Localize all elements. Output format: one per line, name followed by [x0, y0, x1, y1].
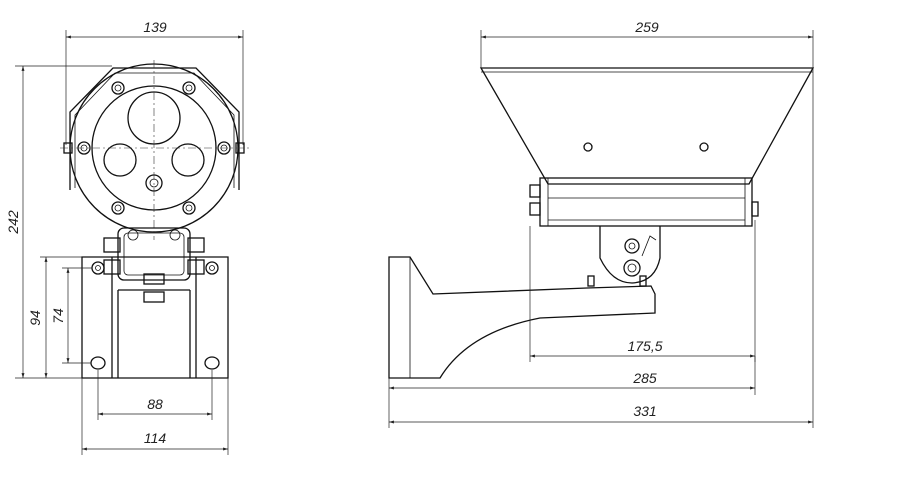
dim-bracket-inner: 74 — [50, 268, 92, 363]
wall-bracket-arm — [389, 257, 655, 378]
dim-285-label: 285 — [632, 370, 657, 386]
dim-175-5-label: 175,5 — [627, 338, 662, 354]
dim-139-label: 139 — [143, 19, 167, 35]
dim-94-label: 94 — [27, 310, 43, 326]
sun-hood — [481, 68, 813, 184]
dim-hood-width: 259 — [481, 19, 813, 68]
side-housing — [530, 178, 758, 226]
dim-259-label: 259 — [634, 19, 659, 35]
front-view: 139 242 94 74 88 — [5, 19, 250, 455]
dim-overall-length: 331 — [389, 68, 813, 428]
side-view: 259 175,5 285 331 — [389, 19, 813, 428]
dim-overall-height: 242 — [5, 66, 112, 378]
dim-base-width: 114 — [82, 378, 228, 455]
dim-114-label: 114 — [144, 430, 167, 446]
right-window — [172, 144, 204, 176]
dim-242-label: 242 — [5, 210, 21, 235]
dim-bracket-length: 285 — [389, 356, 755, 395]
left-window — [104, 144, 136, 176]
dim-331-label: 331 — [633, 403, 656, 419]
dim-arm-reach: 175,5 — [530, 220, 755, 362]
dim-overall-width: 139 — [66, 19, 243, 145]
dim-74-label: 74 — [50, 308, 66, 324]
dim-88-label: 88 — [147, 396, 163, 412]
tilt-joint — [588, 226, 660, 286]
